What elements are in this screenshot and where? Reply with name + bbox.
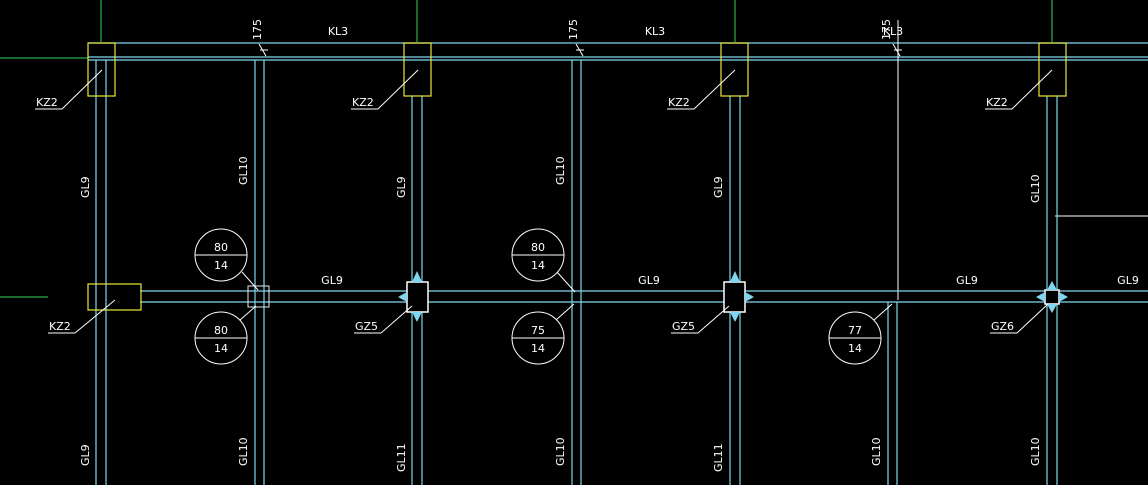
beam-label-vertical: GL10 bbox=[1029, 174, 1042, 203]
beam-label-vertical: GL9 bbox=[79, 176, 92, 198]
gz-columns bbox=[398, 271, 1068, 322]
beam-label-vertical: GL10 bbox=[1029, 437, 1042, 466]
slab-mark-3: 80 14 bbox=[511, 228, 565, 282]
gz-label: GZ6 bbox=[991, 320, 1014, 333]
slab-mark-4: 75 14 bbox=[511, 311, 565, 365]
column-box bbox=[247, 285, 270, 308]
column-label-kz2: KZ2 bbox=[986, 96, 1008, 109]
column-label-kz2: KZ2 bbox=[352, 96, 374, 109]
column-label-kz2: KZ2 bbox=[36, 96, 58, 109]
beam-label-gl9: GL9 bbox=[321, 274, 343, 287]
slab-code: 14 bbox=[848, 342, 862, 355]
beam-label-vertical: GL10 bbox=[554, 437, 567, 466]
beam-label-vertical: GL9 bbox=[79, 444, 92, 466]
column-label-kz2: KZ2 bbox=[668, 96, 690, 109]
dimension-label: 175 bbox=[880, 19, 893, 40]
beam-label-gl9: GL9 bbox=[1117, 274, 1139, 287]
beam-label-vertical: GL10 bbox=[554, 156, 567, 185]
beam-label-vertical: GL10 bbox=[237, 156, 250, 185]
slab-code: 14 bbox=[531, 259, 545, 272]
dimension-label: 175 bbox=[567, 19, 580, 40]
slab-thickness: 75 bbox=[531, 324, 545, 337]
slab-thickness: 77 bbox=[848, 324, 862, 337]
kz2-columns bbox=[87, 42, 1067, 311]
beam-label-gl9: GL9 bbox=[956, 274, 978, 287]
slab-thickness: 80 bbox=[214, 324, 228, 337]
slab-thickness: 80 bbox=[214, 241, 228, 254]
column-label-kz2: KZ2 bbox=[49, 320, 71, 333]
slab-thickness: 80 bbox=[531, 241, 545, 254]
slab-mark-5: 77 14 bbox=[828, 311, 882, 365]
slab-code: 14 bbox=[214, 342, 228, 355]
slab-mark-1: 80 14 bbox=[194, 228, 248, 282]
slab-code: 14 bbox=[531, 342, 545, 355]
beam-label-kl3: KL3 bbox=[645, 25, 665, 38]
gz-label: GZ5 bbox=[672, 320, 695, 333]
mid-beam-gl9 bbox=[140, 290, 1148, 303]
leader-lines bbox=[35, 69, 1053, 334]
beam-label-vertical: GL9 bbox=[395, 176, 408, 198]
beam-label-vertical: GL10 bbox=[237, 437, 250, 466]
beam-label-gl9: GL9 bbox=[638, 274, 660, 287]
beam-label-kl3: KL3 bbox=[883, 25, 903, 38]
beam-label-vertical: GL11 bbox=[712, 443, 725, 472]
slab-code: 14 bbox=[214, 259, 228, 272]
gz-label: GZ5 bbox=[355, 320, 378, 333]
dimension-ticks bbox=[258, 43, 902, 57]
top-beam-kl3 bbox=[88, 42, 1148, 61]
slab-mark-2: 80 14 bbox=[194, 311, 248, 365]
beam-label-vertical: GL9 bbox=[712, 176, 725, 198]
beam-label-kl3: KL3 bbox=[328, 25, 348, 38]
dimension-label: 175 bbox=[251, 19, 264, 40]
beam-label-vertical: GL10 bbox=[870, 437, 883, 466]
beam-label-vertical: GL11 bbox=[395, 443, 408, 472]
